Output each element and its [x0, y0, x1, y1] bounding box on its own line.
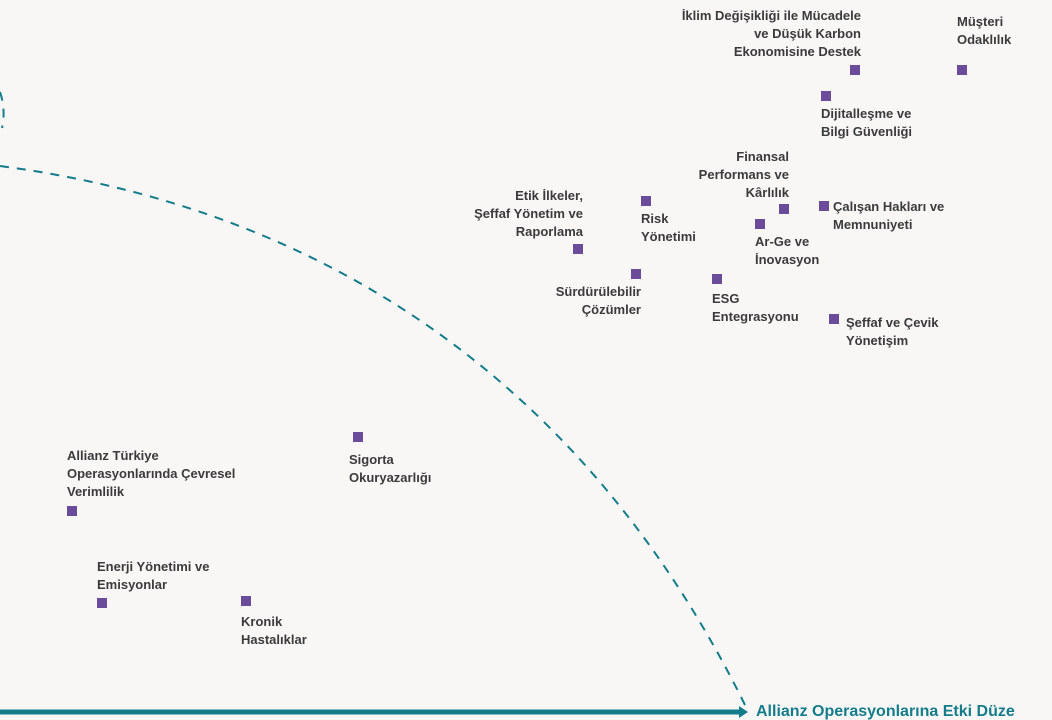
data-point-marker [573, 244, 583, 254]
data-point-marker [353, 432, 363, 442]
data-point-marker [850, 65, 860, 75]
inner-boundary-curve [0, 91, 5, 129]
x-axis-arrow [739, 706, 748, 718]
data-point-marker [829, 314, 839, 324]
data-point-marker [712, 274, 722, 284]
data-point-marker [641, 196, 651, 206]
data-point-marker [819, 201, 829, 211]
data-point-marker [957, 65, 967, 75]
outer-boundary-curve [0, 165, 746, 706]
data-point-marker [241, 596, 251, 606]
data-point-marker [755, 219, 765, 229]
data-point-marker [821, 91, 831, 101]
data-point-marker [97, 598, 107, 608]
data-point-marker [67, 506, 77, 516]
data-point-marker [631, 269, 641, 279]
x-axis-title: Allianz Operasyonlarına Etki Düze [756, 703, 1015, 720]
data-point-marker [779, 204, 789, 214]
